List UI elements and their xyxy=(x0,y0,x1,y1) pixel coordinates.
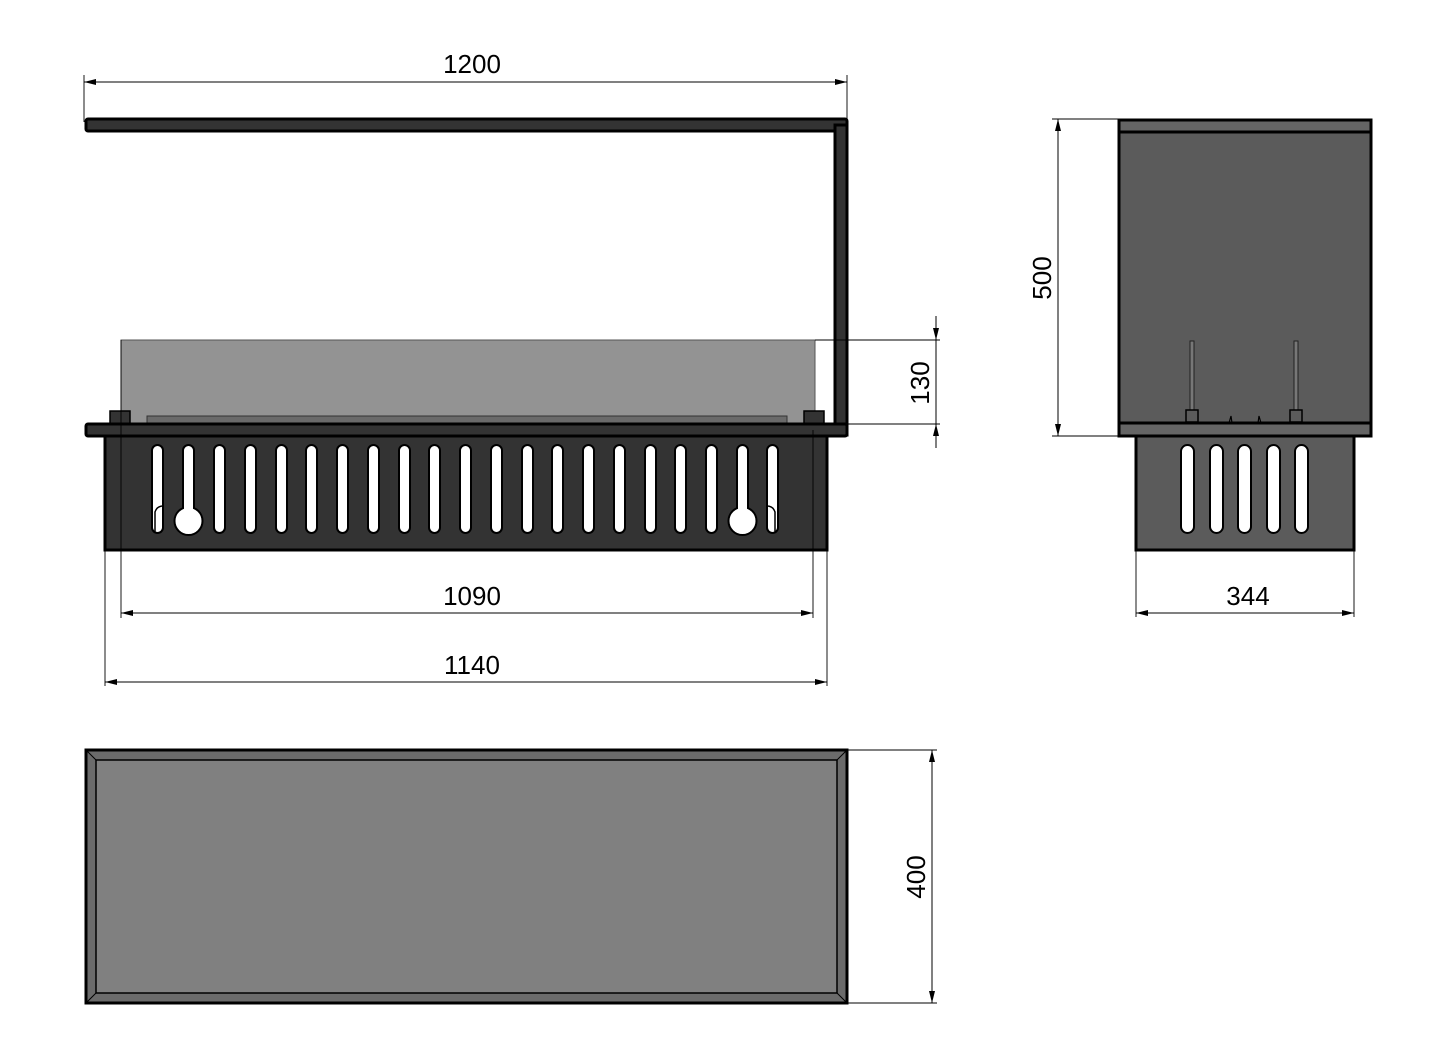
top-plate-inner xyxy=(95,759,838,994)
canopy-post xyxy=(833,123,849,437)
top-view: 400 xyxy=(84,748,937,1005)
side-view: 500 344 xyxy=(1027,118,1373,617)
ventilation-slots xyxy=(151,444,779,534)
support-rod-right xyxy=(1293,340,1299,412)
dimension-400: 400 xyxy=(847,749,937,1004)
dimension-130: 130 xyxy=(815,316,940,448)
dimension-1200: 1200 xyxy=(83,49,848,122)
top-canopy-bar xyxy=(84,117,849,133)
glass-panel xyxy=(120,339,816,427)
dimension-label-400: 400 xyxy=(901,855,931,898)
top-flange xyxy=(84,422,849,438)
side-ventilation-slots xyxy=(1180,444,1309,534)
dimension-label-500: 500 xyxy=(1027,256,1057,299)
dimension-344: 344 xyxy=(1135,550,1355,617)
front-view: 1200 xyxy=(83,49,940,686)
side-body xyxy=(1117,130,1373,425)
dimension-1140: 1140 xyxy=(105,650,827,685)
dimension-label-1200: 1200 xyxy=(443,49,501,79)
side-top-lip xyxy=(1117,118,1373,134)
side-flange xyxy=(1117,421,1373,438)
support-rod-left xyxy=(1189,340,1195,412)
dimension-label-1140: 1140 xyxy=(444,650,500,680)
dimension-500: 500 xyxy=(1027,118,1118,437)
dimension-label-344: 344 xyxy=(1226,581,1269,611)
dimension-label-130: 130 xyxy=(905,361,935,404)
dimension-label-1090: 1090 xyxy=(443,581,501,611)
dimension-1090: 1090 xyxy=(121,581,813,616)
